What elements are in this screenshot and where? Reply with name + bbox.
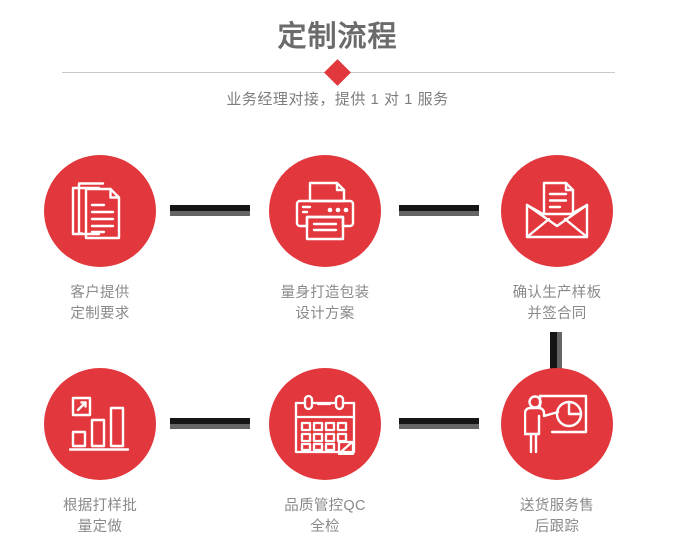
bar-chart-growth-icon bbox=[69, 394, 131, 454]
connector-step1-step2 bbox=[170, 205, 250, 216]
step-2-label: 量身打造包装 设计方案 bbox=[280, 285, 370, 322]
connector-bar-light bbox=[170, 424, 250, 429]
step-3-label: 确认生产样板 并签合同 bbox=[512, 285, 602, 322]
step-6-label: 送货服务售 后跟踪 bbox=[520, 498, 594, 535]
envelope-document-icon bbox=[523, 181, 591, 241]
connector-step3-step6 bbox=[550, 332, 562, 372]
step-1-icon-circle bbox=[44, 155, 156, 267]
step-2-icon-circle bbox=[269, 155, 381, 267]
connector-bar-light bbox=[399, 424, 479, 429]
step-4-label: 根据打样批 量定做 bbox=[63, 498, 137, 535]
process-steps: 客户提供 定制要求 bbox=[0, 155, 675, 550]
step-3[interactable]: 确认生产样板 并签合同 bbox=[472, 155, 642, 325]
step-6[interactable]: 送货服务售 后跟踪 bbox=[472, 368, 642, 538]
printer-icon bbox=[292, 180, 358, 242]
step-1[interactable]: 客户提供 定制要求 bbox=[15, 155, 185, 325]
step-3-icon-circle bbox=[501, 155, 613, 267]
step-4-icon-circle bbox=[44, 368, 156, 480]
connector-step5-step6 bbox=[399, 418, 479, 429]
connector-bar-light bbox=[557, 332, 562, 372]
connector-bar-dark bbox=[399, 205, 479, 211]
connector-bar-dark bbox=[399, 418, 479, 424]
step-1-label: 客户提供 定制要求 bbox=[70, 285, 130, 322]
step-5-label: 品质管控QC 全检 bbox=[284, 498, 366, 535]
connector-bar-light bbox=[399, 211, 479, 216]
page-title: 定制流程 bbox=[277, 21, 398, 53]
step-4[interactable]: 根据打样批 量定做 bbox=[15, 368, 185, 538]
calendar-check-icon bbox=[292, 393, 358, 455]
step-2[interactable]: 量身打造包装 设计方案 bbox=[240, 155, 410, 325]
step-6-icon-circle bbox=[501, 368, 613, 480]
connector-step2-step3 bbox=[399, 205, 479, 216]
title-divider bbox=[62, 59, 615, 86]
red-diamond-icon bbox=[324, 59, 351, 86]
connector-step4-step5 bbox=[170, 418, 250, 429]
step-5[interactable]: 品质管控QC 全检 bbox=[240, 368, 410, 538]
connector-bar-light bbox=[170, 211, 250, 216]
page-subtitle: 业务经理对接，提供 1 对 1 服务 bbox=[226, 91, 449, 108]
connector-bar-dark bbox=[170, 418, 250, 424]
step-5-icon-circle bbox=[269, 368, 381, 480]
connector-bar-dark bbox=[170, 205, 250, 211]
connector-bar-dark bbox=[550, 332, 557, 372]
presenter-chart-icon bbox=[524, 392, 590, 456]
documents-icon bbox=[69, 179, 131, 243]
